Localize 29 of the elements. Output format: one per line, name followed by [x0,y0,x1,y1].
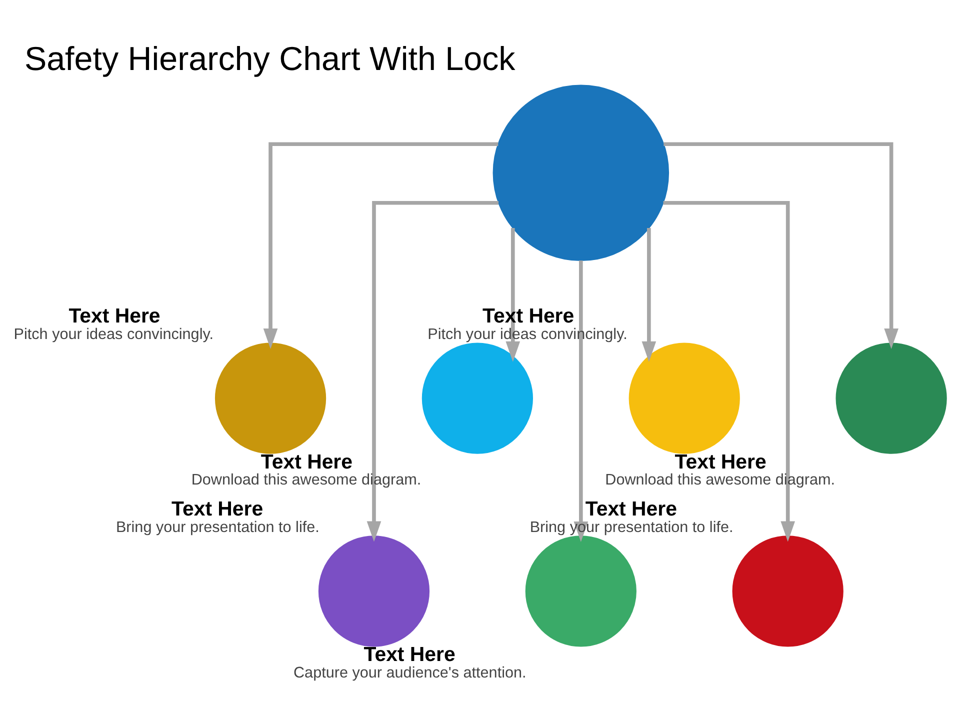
node-circle [492,84,670,261]
node-label: Pitch your ideas convincingly. [14,326,214,344]
node-label: Download this awesome diagram. [191,472,422,489]
node-circle [628,342,740,454]
node-label: Text Here [172,498,264,521]
node-label: Bring your presentation to life. [116,518,320,536]
node-label: Pitch your ideas convincingly. [428,326,628,344]
node-label: Download this awesome diagram. [605,472,835,489]
node-label: Bring your presentation to life. [530,518,734,536]
node-circle [318,536,430,647]
node-label: Text Here [260,451,352,474]
node-label: Text Here [364,644,456,666]
node-label: Capture your audience's attention. [294,664,526,682]
arrow [642,228,656,362]
arrow [506,228,520,362]
node-label: Text Here [482,306,574,328]
node-circle [214,342,326,454]
arrow [366,200,499,542]
node-circle [422,342,533,454]
arrow [663,200,795,542]
diagram-title: Safety Hierarchy Chart With Lock [24,40,516,78]
node-label: Text Here [674,451,766,474]
node-label: Text Here [68,306,160,328]
node-label: Text Here [585,498,677,521]
node-circle [525,536,636,647]
node-circle [732,536,844,647]
arrow [664,142,898,349]
node-circle [836,342,947,454]
arrow [263,142,498,349]
